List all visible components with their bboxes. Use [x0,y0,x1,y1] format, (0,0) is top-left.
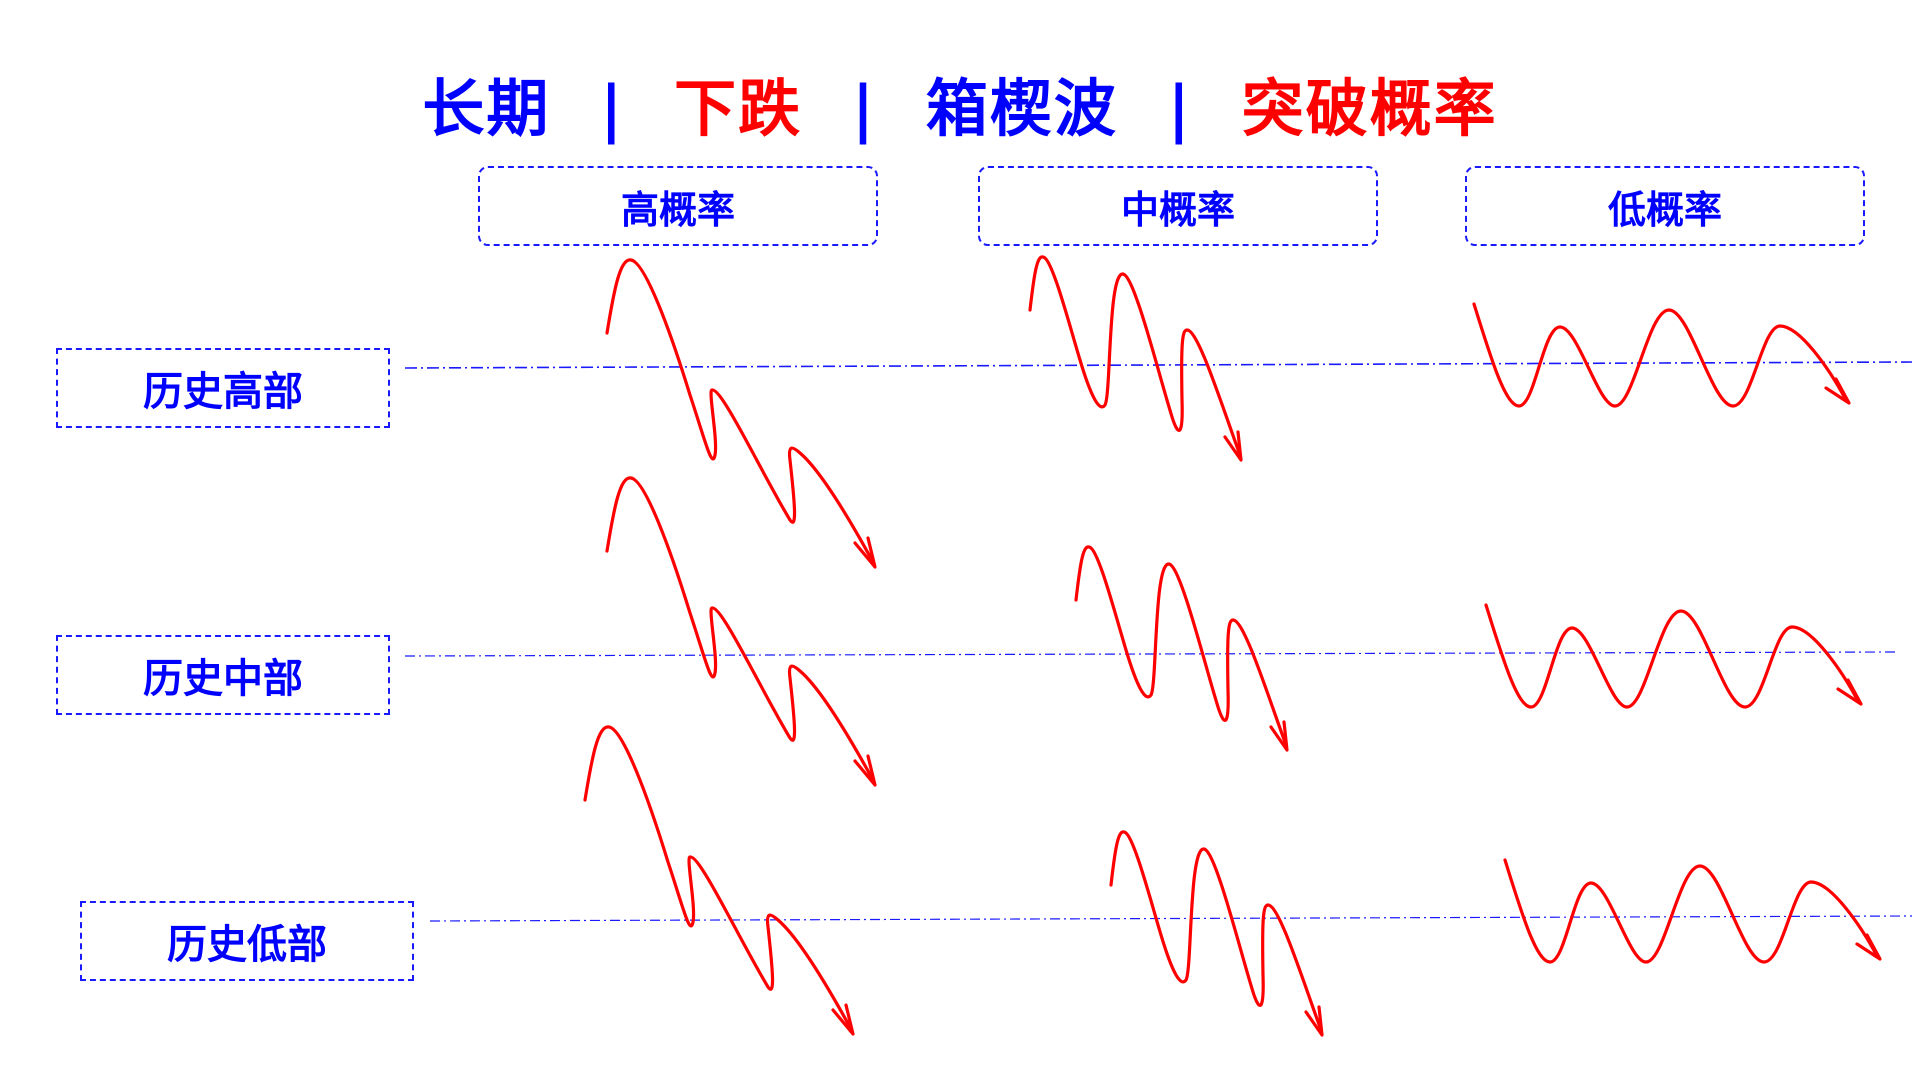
wave-arrow-middle-low [1484,603,1863,709]
row-header-historical-low: 历史低部 [80,901,414,981]
row-header-historical-middle: 历史中部 [56,635,390,715]
column-header-medium-probability: 中概率 [978,166,1378,246]
wave-arrow-middle-medium [1074,545,1289,752]
column-header-low-probability: 低概率 [1465,166,1865,246]
guide-line-historical-middle [404,651,1898,657]
title-part-long-term: 长期 [422,72,551,145]
row-label: 历史高部 [143,368,303,415]
title-part-decline: 下跌 [674,72,803,145]
wave-arrow-high-medium [1028,255,1243,462]
column-label: 中概率 [1120,186,1235,232]
title-separator: | [1167,72,1193,145]
wave-arrow-low-low [1503,858,1882,964]
wave-arrow-high-low [1472,302,1851,408]
column-label: 高概率 [620,186,735,232]
title-part-breakout-probability: 突破概率 [1241,72,1498,145]
title-separator: | [599,72,625,145]
title-part-box-wedge-wave: 箱楔波 [925,72,1118,145]
wave-arrow-low-high [583,725,855,1036]
wave-arrow-high-high [605,258,877,569]
row-header-historical-high: 历史高部 [56,348,390,428]
wave-arrow-middle-high [605,476,877,787]
diagram-title: 长期 | 下跌 | 箱楔波 | 突破概率 [0,58,1920,148]
row-label: 历史低部 [167,921,327,968]
title-separator: | [851,72,877,145]
guide-line-historical-low [429,915,1913,922]
column-header-high-probability: 高概率 [478,166,878,246]
column-label: 低概率 [1607,186,1722,232]
row-label: 历史中部 [143,655,303,702]
wave-arrow-low-medium [1109,830,1324,1037]
